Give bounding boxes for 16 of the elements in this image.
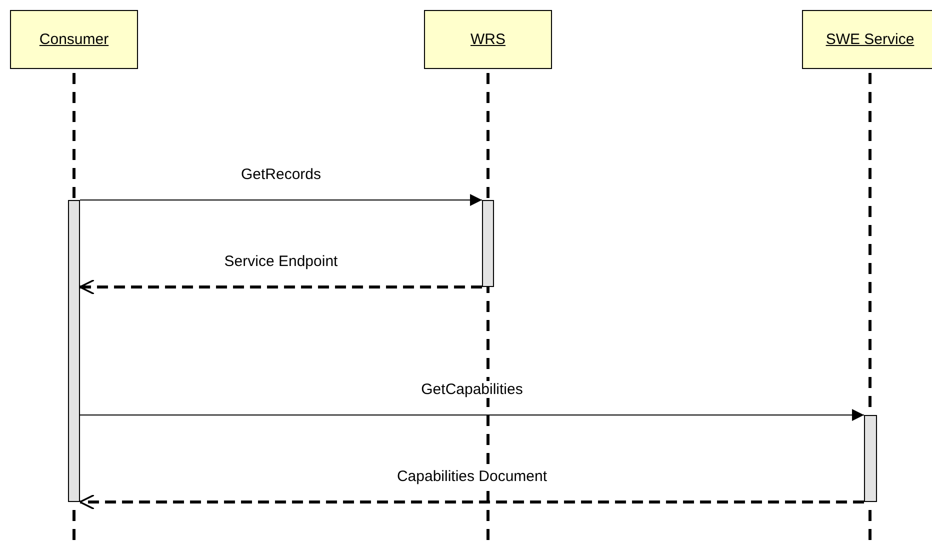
return-message-arrow [79, 494, 864, 510]
message-label: GetCapabilities [419, 381, 525, 398]
participant-box [10, 10, 138, 69]
return-message-arrow [79, 279, 482, 295]
activation-bar [482, 200, 494, 287]
message-label: Service Endpoint [222, 253, 340, 270]
participant-name: Consumer [39, 31, 109, 48]
participant-box [424, 10, 552, 69]
activation-bar [68, 200, 80, 502]
message-arrow [80, 194, 482, 206]
message-arrow [80, 409, 864, 421]
message-label: Capabilities Document [394, 468, 550, 485]
activation-bar [864, 415, 877, 502]
participant-name: SWE Service [826, 31, 914, 48]
participant-name: WRS [470, 31, 506, 48]
participant-box [802, 10, 932, 69]
